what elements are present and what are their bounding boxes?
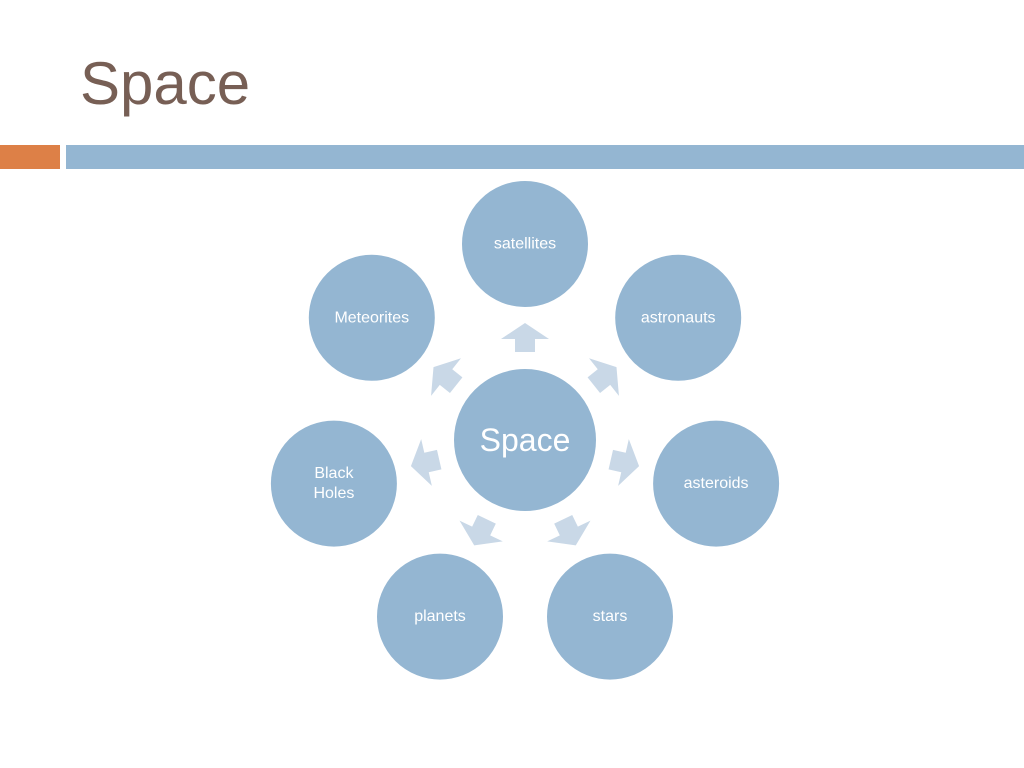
node-circle [460,179,590,309]
node-label: Black [314,465,354,482]
node-circle [375,551,505,682]
node-satellites: satellites [460,179,590,309]
arrow-to-meteorites [431,358,463,396]
title-accent-bar-orange [0,145,60,169]
node-label: astronauts [641,309,716,326]
node-label: planets [414,608,466,625]
hub-layer: Space [452,367,598,513]
node-meteorites: Meteorites [306,252,437,383]
node-label: stars [593,608,628,625]
node-circle [268,418,399,549]
node-label: Meteorites [334,309,409,326]
node-circle [651,418,782,549]
title-accent-bar-blue [66,145,1024,169]
hub-label: Space [480,422,571,458]
node-planets: planets [375,551,505,682]
node-circle [613,252,744,383]
node-circle [545,551,675,682]
node-label: asteroids [684,475,749,492]
arrow-to-satellites [501,323,549,352]
slide-title: Space [80,50,251,117]
arrow-to-stars [547,514,591,546]
node-stars: stars [545,551,675,682]
arrow-to-planets [459,514,503,546]
arrow-to-astronauts [587,358,619,396]
node-asteroids: asteroids [651,418,782,549]
node-label: Holes [313,485,354,502]
nodes-layer: satellites astronauts asteroids stars planet… [268,179,782,682]
arrow-to-asteroids [608,439,640,486]
hub-circle [452,367,598,513]
arrows-layer [410,323,640,546]
node-astronauts: astronauts [613,252,744,383]
arrow-to-black-holes [410,439,442,486]
node-label: satellites [494,236,556,253]
node-circle [306,252,437,383]
